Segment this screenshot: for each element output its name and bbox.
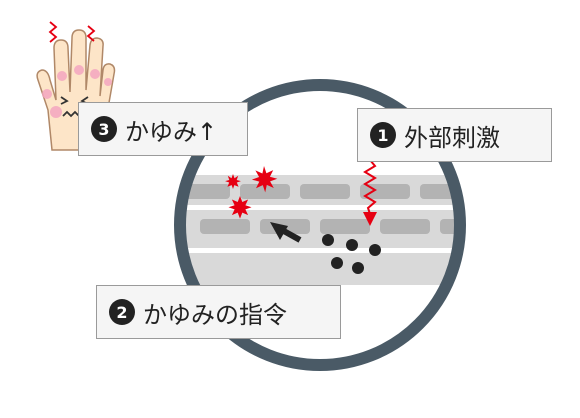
step-number-1: 1	[370, 122, 396, 148]
stimulus-particles	[322, 234, 381, 274]
itch-up-text: かゆみ↑	[125, 117, 218, 146]
starburst-icon	[225, 166, 278, 219]
itch-command-text: かゆみの指令	[143, 300, 287, 329]
external-stimulus-label: 1 外部刺激	[357, 108, 552, 162]
arrow-icon	[270, 222, 302, 243]
itch-command-label: 2 かゆみの指令	[96, 285, 341, 339]
zigzag-arrow-icon	[363, 159, 377, 226]
itch-up-label: 3 かゆみ↑	[78, 102, 248, 156]
step-number-3: 3	[91, 116, 117, 142]
external-stimulus-text: 外部刺激	[404, 123, 500, 152]
magnifier-ring	[174, 79, 466, 371]
step-number-2: 2	[109, 299, 135, 325]
